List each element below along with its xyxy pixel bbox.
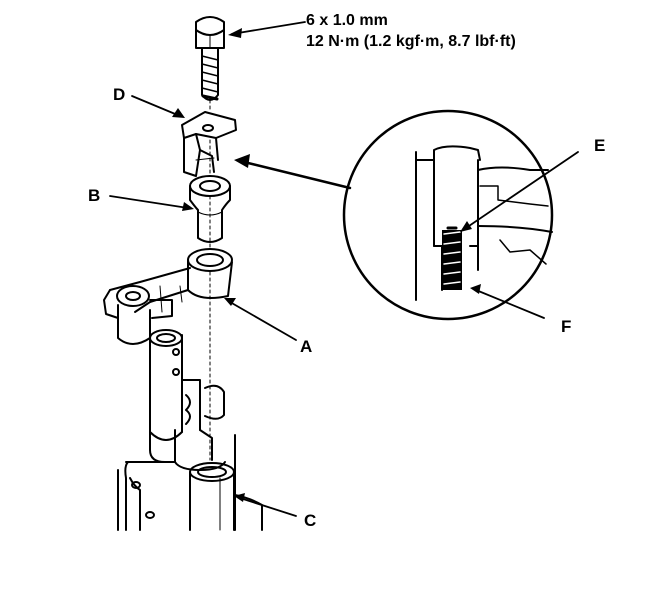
shift-shaft-post [189,462,235,531]
clip-bracket [181,111,237,177]
detail-view [342,109,554,321]
leader-lines [109,21,579,517]
callout-label-e: E [594,136,606,155]
callout-label-c: C [304,511,317,530]
callout-label-f: F [561,317,572,336]
spring-detail [442,226,462,290]
shift-arm [103,248,233,345]
callout-label-b: B [88,186,101,205]
callout-label-d: D [113,85,126,104]
bolt-spec-torque: 12 N·m (1.2 kgf·m, 8.7 lbf·ft) [306,33,516,50]
bolt-spec-size: 6 x 1.0 mm [306,12,388,29]
bolt [195,16,225,101]
shift-tower [149,329,225,463]
callout-label-a: A [300,337,313,356]
collar [189,175,231,243]
arrowheads [172,28,481,502]
